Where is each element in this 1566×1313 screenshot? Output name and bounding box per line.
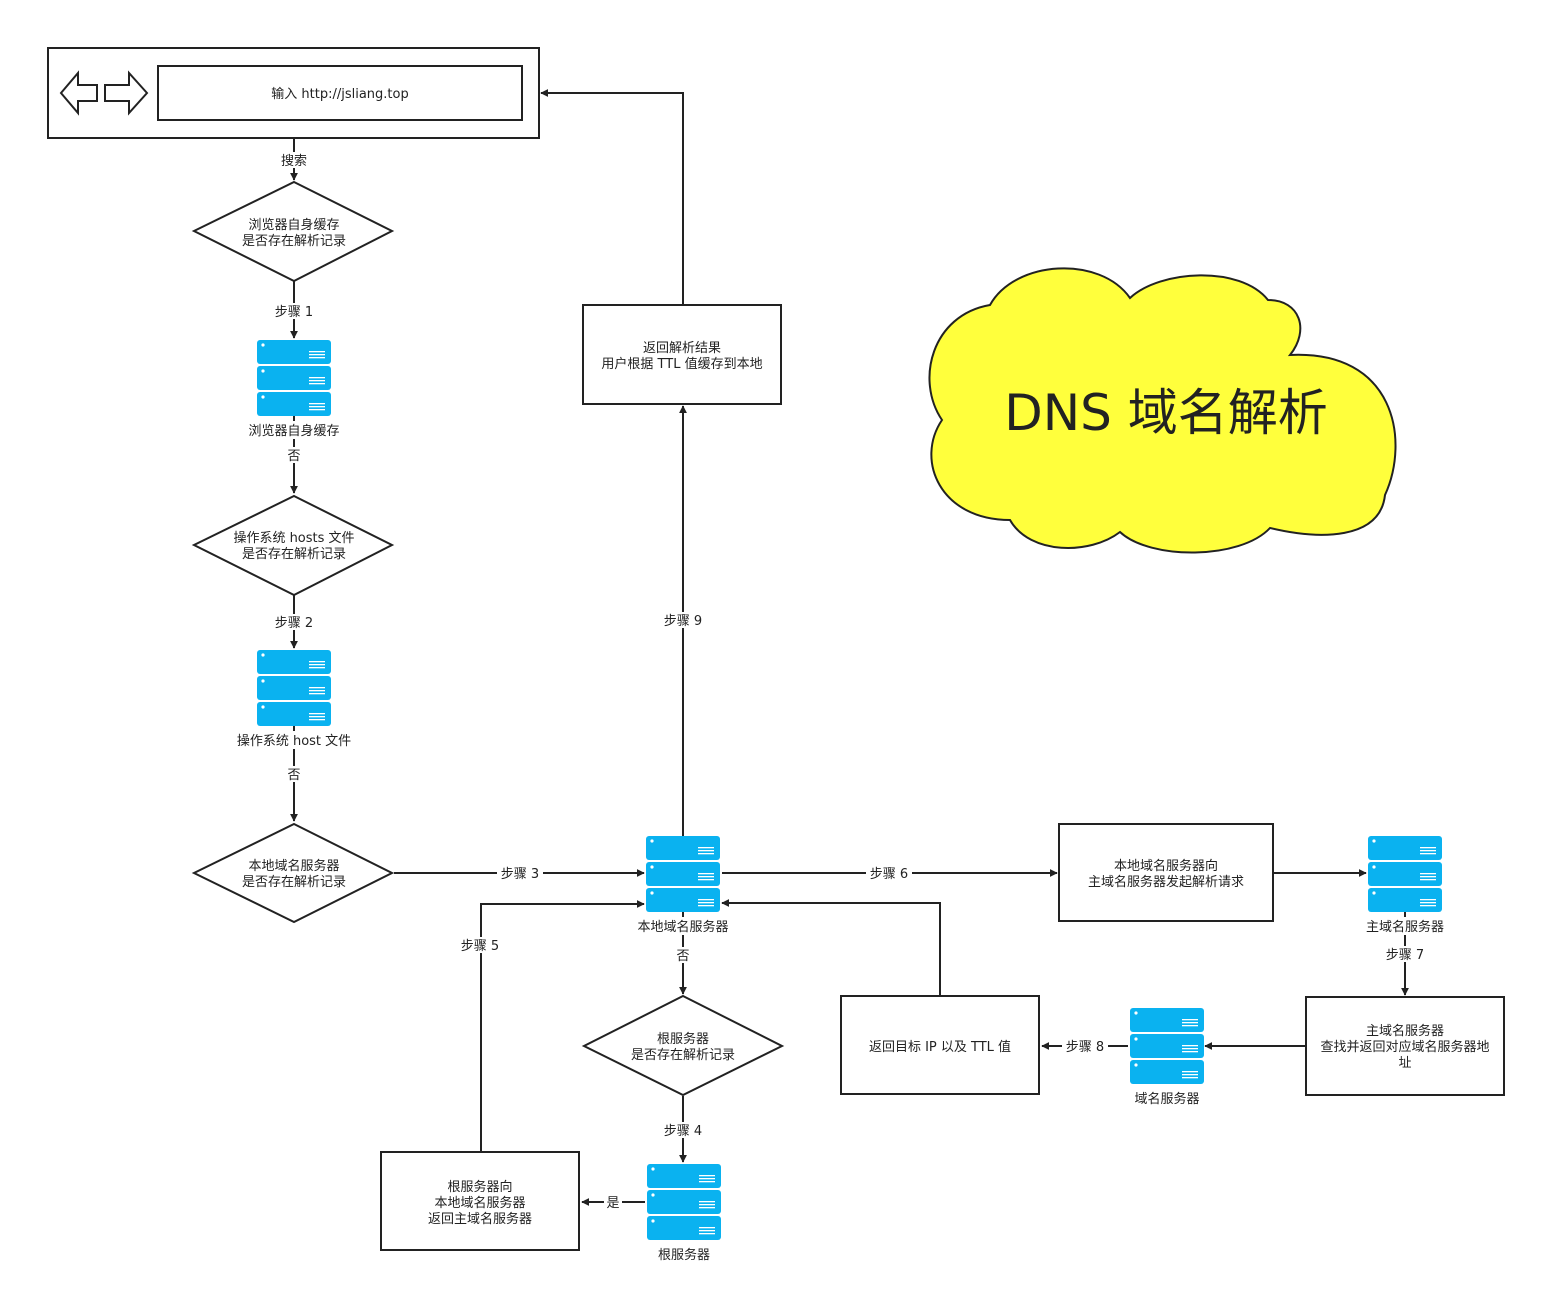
svg-text:根服务器: 根服务器 xyxy=(658,1247,710,1263)
server-os-hosts: 操作系统 host 文件 xyxy=(234,650,354,749)
browser-window: 输入 http://jsliang.top xyxy=(47,47,540,139)
label-step9: 步骤 9 xyxy=(664,614,702,629)
label-no1: 否 xyxy=(287,449,300,464)
svg-text:主域名服务器: 主域名服务器 xyxy=(1366,919,1444,935)
node-label-line: 是否存在解析记录 xyxy=(242,234,346,249)
server-icon xyxy=(1130,1008,1204,1084)
address-bar[interactable] xyxy=(157,65,523,121)
decision-os-hosts: 操作系统 hosts 文件是否存在解析记录 xyxy=(191,494,395,597)
svg-text:浏览器自身缓存: 浏览器自身缓存 xyxy=(248,423,339,439)
forward-arrow-icon[interactable] xyxy=(104,70,149,116)
label-step2: 步骤 2 xyxy=(275,616,313,631)
server-icon xyxy=(647,1164,721,1240)
server-root: 根服务器 xyxy=(647,1164,721,1263)
node-label-line: 返回主域名服务器 xyxy=(428,1211,532,1227)
server-icon xyxy=(257,340,331,416)
node-label: 主域名服务器查找并返回对应域名服务器地址 xyxy=(1320,1023,1489,1071)
edge-return-to-browser xyxy=(540,89,684,304)
edge-step5 xyxy=(480,900,645,1151)
node-label-line: 返回目标 IP 以及 TTL 值 xyxy=(869,1039,1011,1055)
svg-text:操作系统 host 文件: 操作系统 host 文件 xyxy=(237,733,351,749)
title-cloud xyxy=(928,267,1397,554)
decision-root-server: 根服务器是否存在解析记录 xyxy=(581,994,785,1097)
label-step1: 步骤 1 xyxy=(275,305,313,320)
label-yes: 是 xyxy=(606,1196,619,1211)
server-browser-cache: 浏览器自身缓存 xyxy=(245,340,343,439)
label-search: 搜索 xyxy=(281,154,307,169)
server-local-dns: 本地域名服务器 xyxy=(634,836,732,935)
node-label-line: 是否存在解析记录 xyxy=(242,547,346,562)
decision-browser-cache: 浏览器自身缓存是否存在解析记录 xyxy=(191,180,395,283)
box-root-return-main: 根服务器向本地域名服务器返回主域名服务器 xyxy=(380,1151,580,1251)
server-domain: 域名服务器 xyxy=(1130,1008,1204,1107)
node-label-line: 是否存在解析记录 xyxy=(631,1048,735,1063)
label-step3: 步骤 3 xyxy=(501,867,539,882)
label-step8: 步骤 8 xyxy=(1066,1040,1104,1055)
label-step5: 步骤 5 xyxy=(461,939,499,954)
node-label: 操作系统 hosts 文件是否存在解析记录 xyxy=(233,530,354,562)
server-icon xyxy=(646,836,720,912)
node-label-line: 操作系统 hosts 文件 xyxy=(233,530,354,546)
decision-local-dns: 本地域名服务器是否存在解析记录 xyxy=(191,822,395,924)
server-main-dns: 主域名服务器 xyxy=(1362,836,1448,935)
label-no3: 否 xyxy=(676,949,689,964)
box-return-result: 返回解析结果用户根据 TTL 值缓存到本地 xyxy=(582,304,782,405)
node-label-line: 是否存在解析记录 xyxy=(242,875,346,890)
node-label-line: 用户根据 TTL 值缓存到本地 xyxy=(601,356,762,372)
node-label-line: 查找并返回对应域名服务器地 xyxy=(1320,1039,1489,1055)
label-step7: 步骤 7 xyxy=(1386,948,1424,963)
node-label-line: 浏览器自身缓存 xyxy=(248,217,339,233)
node-label-line: 返回解析结果 xyxy=(643,341,721,356)
diagram-title: DNS 域名解析 xyxy=(1004,384,1328,442)
label-step6: 步骤 6 xyxy=(870,867,908,882)
node-label: 本地域名服务器是否存在解析记录 xyxy=(242,858,346,890)
node-label-line: 址 xyxy=(1398,1056,1411,1071)
address-bar-text: 输入 http://jsliang.top xyxy=(271,86,408,102)
node-label-line: 根服务器 xyxy=(657,1031,709,1047)
node-label-line: 本地域名服务器向 xyxy=(1114,858,1218,874)
svg-text:域名服务器: 域名服务器 xyxy=(1134,1091,1199,1107)
node-label-line: 本地域名服务器 xyxy=(248,858,339,874)
node-label: 根服务器向本地域名服务器返回主域名服务器 xyxy=(428,1179,532,1227)
box-return-ip-ttl: 返回目标 IP 以及 TTL 值 xyxy=(840,995,1040,1095)
label-no2: 否 xyxy=(287,768,300,783)
node-label: 根服务器是否存在解析记录 xyxy=(631,1031,735,1063)
node-label-line: 本地域名服务器 xyxy=(434,1195,525,1211)
server-icon xyxy=(257,650,331,726)
node-label-line: 根服务器向 xyxy=(447,1179,512,1195)
label-step4: 步骤 4 xyxy=(664,1124,702,1139)
node-label-line: 主域名服务器发起解析请求 xyxy=(1088,874,1244,890)
node-label: 浏览器自身缓存是否存在解析记录 xyxy=(242,217,346,249)
node-label: 返回目标 IP 以及 TTL 值 xyxy=(869,1039,1011,1055)
box-local-to-main-request: 本地域名服务器向主域名服务器发起解析请求 xyxy=(1058,823,1274,922)
node-label: 本地域名服务器向主域名服务器发起解析请求 xyxy=(1088,858,1244,890)
node-label: 返回解析结果用户根据 TTL 值缓存到本地 xyxy=(601,341,762,372)
back-arrow-icon[interactable] xyxy=(59,70,98,116)
server-icon xyxy=(1368,836,1442,912)
box-main-find: 主域名服务器查找并返回对应域名服务器地址 xyxy=(1305,996,1505,1096)
edge-ttl-return xyxy=(721,899,941,995)
node-label-line: 主域名服务器 xyxy=(1366,1023,1444,1039)
svg-text:本地域名服务器: 本地域名服务器 xyxy=(637,919,728,935)
